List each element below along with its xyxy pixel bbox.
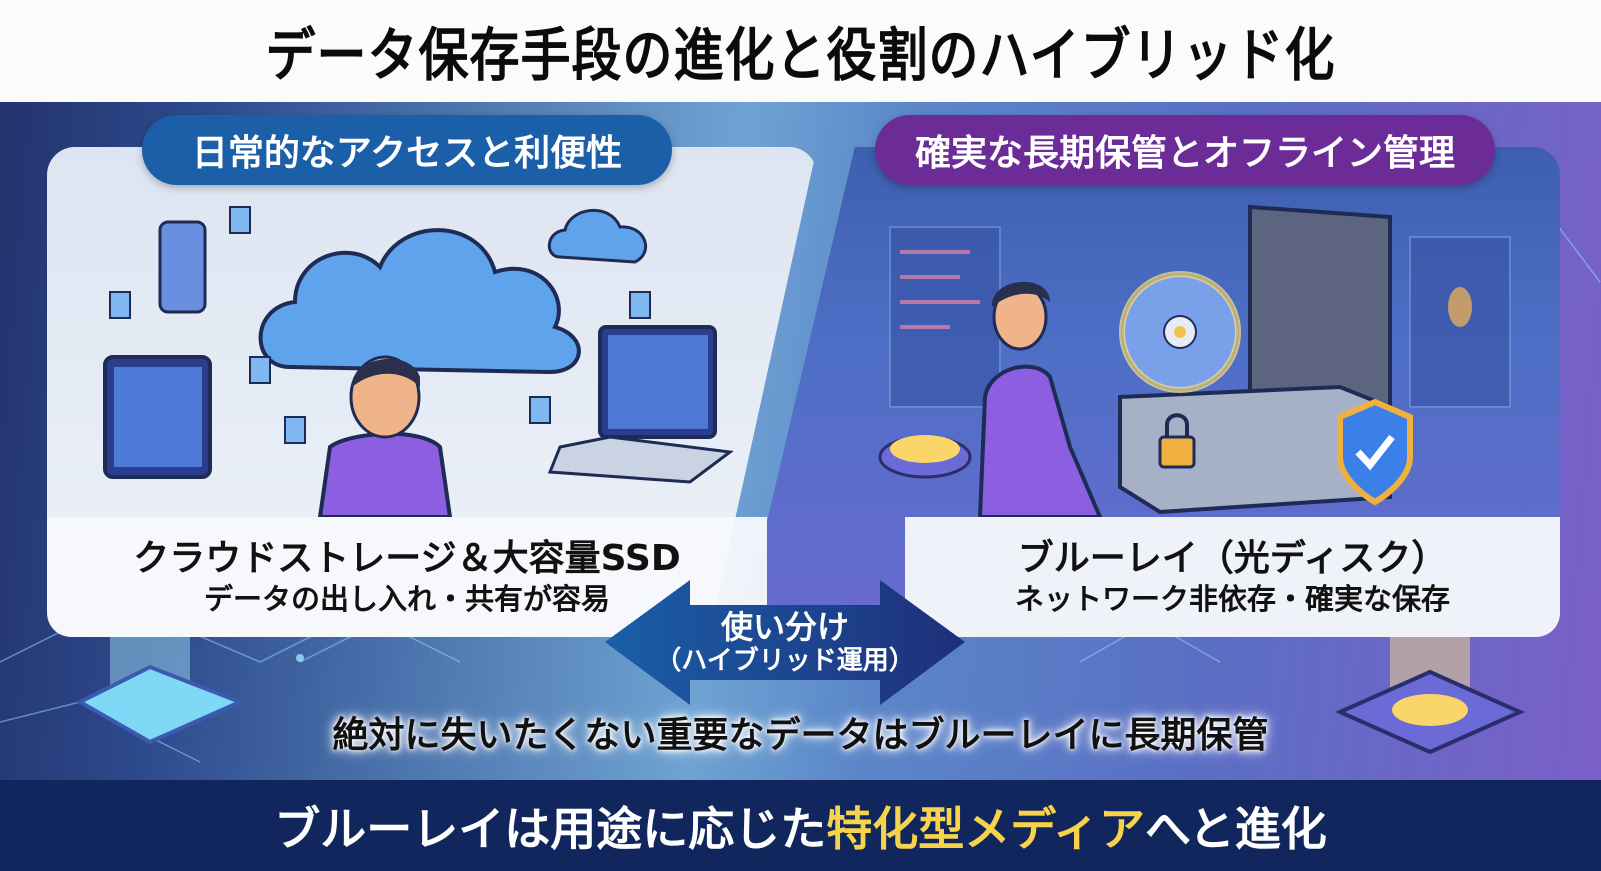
banner-text-part1: ブルーレイは用途に応じた — [274, 801, 827, 856]
right-pedestal-icon — [1335, 632, 1525, 755]
person-icon — [317, 355, 453, 517]
bottom-banner: ブルーレイは用途に応じた特化型メディアへと進化 — [0, 780, 1601, 871]
padlock-icon — [1158, 413, 1196, 469]
cloud-devices-illustration — [103, 206, 734, 517]
circuit-lines-decoration — [0, 181, 1601, 763]
title-bar: データ保存手段の進化と役割のハイブリッド化 — [0, 0, 1601, 102]
person-icon — [977, 281, 1103, 517]
tablet-icon — [103, 355, 212, 479]
double-arrow-icon — [605, 580, 965, 705]
storage-case-icon — [1118, 204, 1392, 515]
code-screen-icon — [889, 226, 1511, 408]
banner-text-part2: へと進化 — [1145, 801, 1327, 856]
key-note: 絶対に失いたくない重要なデータはブルーレイに長期保管 — [332, 715, 1269, 756]
document-icon — [109, 206, 651, 444]
page-title: データ保存手段の進化と役割のハイブリッド化 — [265, 22, 1336, 89]
smartphone-icon — [158, 220, 207, 314]
cloud-icon — [258, 228, 581, 375]
optical-disc-icon — [1119, 271, 1241, 393]
center-arrow-line2: （ハイブリッド運用） — [655, 646, 915, 677]
left-caption-title: クラウドストレージ＆大容量SSD — [133, 537, 681, 579]
left-pedestal-icon — [75, 622, 246, 745]
right-caption-subtitle: ネットワーク非依存・確実な保存 — [1014, 581, 1450, 616]
left-panel-header: 日常的なアクセスと利便性 — [142, 115, 672, 185]
laptop-icon — [547, 325, 734, 484]
center-arrow-line1: 使い分け — [720, 607, 849, 646]
right-caption: ブルーレイ（光ディスク） ネットワーク非依存・確実な保存 — [905, 517, 1560, 637]
banner-highlight: 特化型メディア — [826, 801, 1146, 856]
shield-check-icon — [1337, 398, 1413, 506]
small-cloud-icon — [547, 209, 648, 264]
right-caption-title: ブルーレイ（光ディスク） — [1017, 537, 1448, 579]
center-arrow-label: 使い分け （ハイブリッド運用） — [605, 590, 965, 695]
diagram-stage: 日常的なアクセスと利便性 確実な長期保管とオフライン管理 — [0, 102, 1601, 780]
glow-pedestal-icon — [878, 435, 972, 479]
bluray-storage-illustration — [878, 204, 1511, 517]
left-caption: クラウドストレージ＆大容量SSD データの出し入れ・共有が容易 — [47, 517, 767, 637]
right-panel-header: 確実な長期保管とオフライン管理 — [875, 115, 1495, 185]
left-caption-subtitle: データの出し入れ・共有が容易 — [203, 581, 610, 616]
